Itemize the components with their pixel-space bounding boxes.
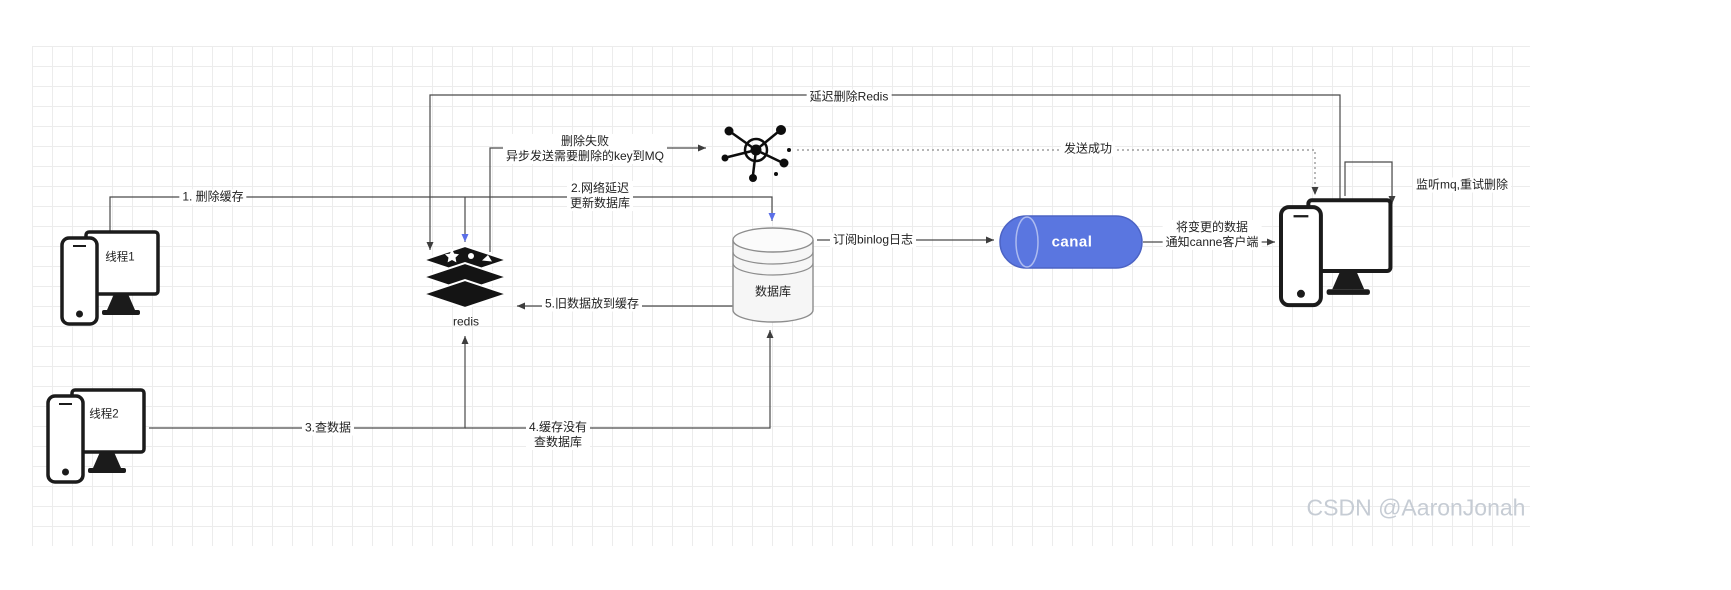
edge-label-network-delay: 2.网络延迟 更新数据库 bbox=[566, 181, 634, 211]
database-body bbox=[732, 240, 814, 323]
redis-star-decoration bbox=[445, 249, 459, 263]
mq-spoke bbox=[731, 131, 757, 152]
redis-circle-decoration bbox=[468, 253, 474, 259]
canal-cylinder bbox=[999, 215, 1143, 269]
arrow-delete-cache-and-update-db bbox=[109, 196, 776, 232]
monitor-base bbox=[102, 310, 140, 315]
phone-button bbox=[1296, 289, 1305, 298]
monitor-stand bbox=[93, 452, 121, 468]
mq-spoke bbox=[755, 131, 779, 151]
thread1-device-icon bbox=[60, 230, 160, 326]
edge-label-notify-client: 将变更的数据 通知canne客户端 bbox=[1162, 220, 1262, 250]
thread1-label: 线程1 bbox=[105, 251, 135, 264]
database-disk-line-1 bbox=[732, 251, 814, 265]
mq-dot bbox=[774, 172, 778, 176]
thread2-device-icon bbox=[46, 388, 146, 484]
arrow-listen-mq-loop bbox=[1344, 161, 1396, 204]
edge-label-delete-fail-line2: 异步发送需要删除的key到MQ bbox=[505, 149, 665, 163]
monitor-base bbox=[1326, 289, 1370, 295]
edge-label-cache-miss-line2: 查数据库 bbox=[533, 435, 583, 449]
thread2-label: 线程2 bbox=[89, 408, 119, 421]
canal-label: canal bbox=[1051, 233, 1093, 251]
redis-icon bbox=[419, 244, 511, 310]
mq-node bbox=[721, 154, 729, 162]
database-label: 数据库 bbox=[754, 284, 792, 299]
watermark: CSDN @AaronJonah bbox=[1306, 494, 1526, 521]
edge-label-listen-mq: 监听mq,重试删除 bbox=[1412, 177, 1512, 193]
arrow-query-database bbox=[465, 330, 774, 429]
database-icon bbox=[732, 227, 814, 323]
edge-label-delete-fail: 删除失败 异步发送需要删除的key到MQ bbox=[502, 134, 668, 164]
arrow-send-success bbox=[797, 149, 1319, 195]
mq-ring bbox=[743, 137, 769, 163]
edge-label-delayed-delete: 延迟删除Redis bbox=[806, 89, 892, 105]
edge-label-send-success: 发送成功 bbox=[1060, 141, 1116, 157]
phone-button bbox=[62, 468, 69, 476]
mq-node bbox=[749, 174, 757, 182]
edge-label-network-delay-line1: 2.网络延迟 bbox=[570, 181, 630, 195]
canal-end-cap bbox=[1015, 216, 1039, 268]
edge-label-network-delay-line2: 更新数据库 bbox=[569, 196, 631, 210]
database-top bbox=[732, 227, 814, 253]
arrow-query-cache bbox=[149, 336, 469, 429]
edge-label-cache-miss: 4.缓存没有 查数据库 bbox=[525, 420, 591, 450]
client-device-icon bbox=[1279, 198, 1393, 308]
mq-node bbox=[779, 158, 789, 168]
mq-spoke bbox=[755, 148, 782, 164]
canal-body bbox=[999, 215, 1143, 269]
monitor-stand bbox=[1332, 270, 1365, 290]
redis-triangle-decoration bbox=[482, 255, 492, 262]
edge-label-notify-line1: 将变更的数据 bbox=[1175, 220, 1249, 234]
phone-button bbox=[76, 310, 83, 318]
phone-icon bbox=[1279, 205, 1323, 308]
mq-node bbox=[724, 126, 734, 136]
database-disk-line-2 bbox=[732, 262, 814, 276]
mq-hub-icon bbox=[721, 125, 791, 182]
phone-icon bbox=[46, 394, 85, 484]
mq-spoke bbox=[751, 149, 758, 176]
mq-spoke bbox=[727, 148, 757, 159]
monitor-stand bbox=[107, 294, 135, 310]
redis-label: redis bbox=[452, 314, 480, 329]
edge-label-cache-miss-line1: 4.缓存没有 bbox=[528, 420, 588, 434]
redis-layer-bottom bbox=[419, 278, 511, 310]
edge-label-subscribe-binlog: 订阅binlog日志 bbox=[829, 232, 917, 248]
edge-label-delete-fail-line1: 删除失败 bbox=[560, 134, 610, 148]
edge-label-notify-line2: 通知canne客户端 bbox=[1165, 235, 1259, 249]
monitor-base bbox=[88, 468, 126, 473]
edge-label-query-data: 3.查数据 bbox=[301, 420, 355, 436]
edge-label-delete-cache: 1. 删除缓存 bbox=[179, 189, 247, 205]
edge-label-old-data: 5.旧数据放到缓存 bbox=[541, 296, 643, 312]
mq-node bbox=[776, 125, 786, 135]
phone-icon bbox=[60, 236, 99, 326]
mq-dot bbox=[787, 148, 791, 152]
